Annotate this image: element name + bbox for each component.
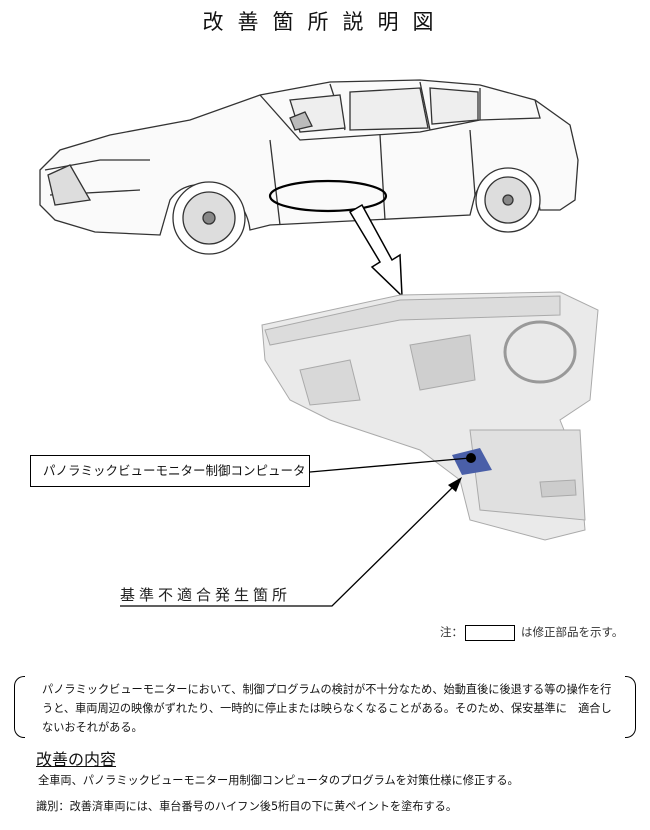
note-suffix: は修正部品を示す。 xyxy=(521,625,624,639)
left-bracket xyxy=(14,676,25,738)
pointer-arrow xyxy=(348,203,403,298)
legend-note: 注： は修正部品を示す。 xyxy=(440,624,623,641)
defect-description: パノラミックビューモニターにおいて、制御プログラムの検討が不十分なため、始動直後… xyxy=(14,676,636,738)
computer-marker xyxy=(466,453,476,463)
arrowhead xyxy=(448,477,462,492)
modified-part-swatch xyxy=(465,624,515,641)
page-title: 改善箇所説明図 xyxy=(202,10,448,34)
identification-text: 識別：改善済車両には、車台番号のハイフン後5桁目の下に黄ペイントを塗布する。 xyxy=(36,800,458,813)
vehicle-illustration xyxy=(39,79,579,255)
part-label-box: パノラミックビューモニター制御コンピュータ xyxy=(30,455,310,487)
description-text: パノラミックビューモニターにおいて、制御プログラムの検討が不十分なため、始動直後… xyxy=(42,683,612,734)
location-ellipse xyxy=(268,179,388,213)
nonconformity-label: 基準不適合発生箇所 xyxy=(120,586,292,604)
improvement-heading: 改善の内容 xyxy=(36,750,117,769)
note-prefix: 注： xyxy=(440,625,463,639)
interior-illustration xyxy=(261,291,599,541)
improvement-text: 全車両、パノラミックビューモニター用制御コンピュータのプログラムを対策仕様に修正… xyxy=(38,774,519,787)
right-bracket xyxy=(625,676,636,738)
